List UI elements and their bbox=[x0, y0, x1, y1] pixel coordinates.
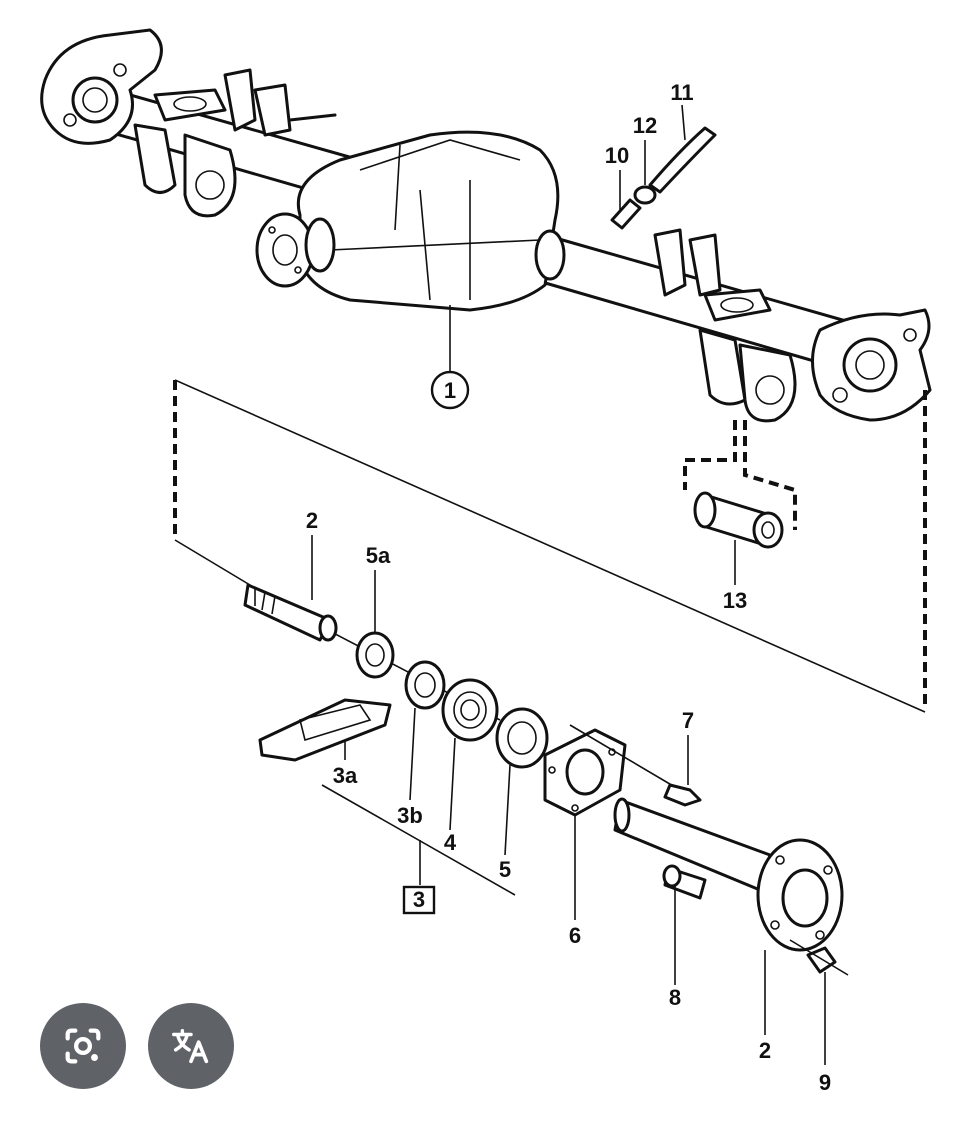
label-1: 1 bbox=[444, 378, 456, 403]
axle-shaft-hub bbox=[613, 797, 844, 1035]
label-4: 4 bbox=[444, 830, 457, 855]
label-3: 3 bbox=[413, 887, 425, 912]
part-labels: 1 2 5a 3a 3b 4 5 3 6 7 8 2 9 10 11 12 13 bbox=[306, 80, 831, 1095]
translate-button[interactable] bbox=[148, 1003, 234, 1089]
label-3b: 3b bbox=[397, 803, 423, 828]
bolt-7 bbox=[663, 735, 702, 807]
bearing-stack bbox=[355, 570, 549, 856]
translate-icon bbox=[172, 1028, 209, 1064]
label-5: 5 bbox=[499, 857, 511, 882]
label-8: 8 bbox=[669, 985, 681, 1010]
label-11: 11 bbox=[670, 80, 693, 105]
lens-camera-icon bbox=[65, 1028, 101, 1064]
lens-camera-button[interactable] bbox=[40, 1003, 126, 1089]
label-6: 6 bbox=[569, 923, 581, 948]
assembly-guide-lines bbox=[173, 379, 927, 721]
label-13: 13 bbox=[723, 588, 747, 613]
bushing-13 bbox=[693, 491, 784, 585]
axle-housing bbox=[40, 28, 932, 423]
label-12: 12 bbox=[633, 113, 657, 138]
label-2-top: 2 bbox=[306, 508, 318, 533]
label-5a: 5a bbox=[366, 543, 391, 568]
stud-and-nut bbox=[662, 864, 849, 1065]
retainer-plate bbox=[543, 724, 681, 920]
label-10: 10 bbox=[605, 143, 629, 168]
label-7: 7 bbox=[682, 708, 694, 733]
axle-shaft-spline bbox=[243, 535, 338, 642]
grease-kit bbox=[258, 698, 516, 915]
label-3a: 3a bbox=[333, 763, 358, 788]
label-2-bottom: 2 bbox=[759, 1038, 771, 1063]
vent-parts bbox=[610, 104, 717, 230]
label-9: 9 bbox=[819, 1070, 831, 1095]
